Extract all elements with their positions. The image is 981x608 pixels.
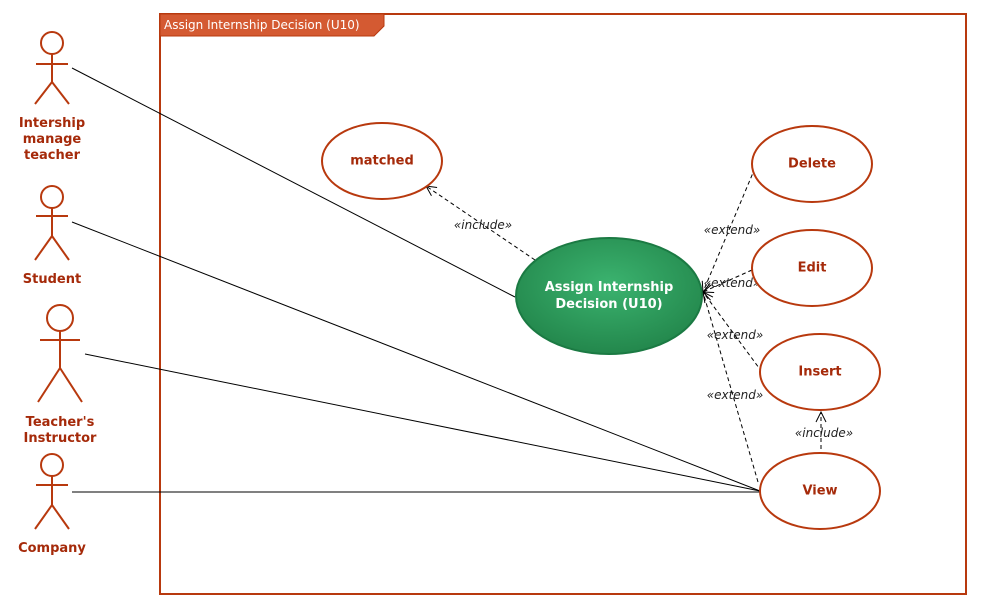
- use-case-edit[interactable]: Edit: [751, 229, 873, 307]
- extend-label-edit: «extend»: [704, 276, 761, 290]
- extend-label-insert: «extend»: [707, 328, 764, 342]
- actor-label-line-1: Intership: [19, 116, 85, 131]
- use-case-matched-label: matched: [350, 154, 414, 169]
- include-label-insert: «include»: [795, 426, 853, 440]
- associations: [71, 67, 761, 493]
- include-label-matched: «include»: [454, 218, 512, 232]
- actor-label-instructor-line-2: Instructor: [24, 431, 98, 446]
- association-teacher-main: [71, 67, 516, 298]
- extend-insert-main: [703, 292, 763, 373]
- actor-student[interactable]: [34, 185, 70, 261]
- use-case-insert[interactable]: Insert: [759, 333, 881, 411]
- system-frame: Assign Internship Decision (U10): [159, 13, 967, 595]
- extend-label-view: «extend»: [707, 388, 764, 402]
- actor-teachers-instructor[interactable]: [37, 304, 83, 403]
- use-case-main[interactable]: Assign Internship Decision (U10): [515, 237, 703, 355]
- actor-label-instructor-line-1: Teacher's: [26, 415, 95, 430]
- use-case-insert-label: Insert: [798, 365, 841, 380]
- actor-label-line-2: manage: [23, 132, 82, 147]
- use-case-delete-label: Delete: [788, 157, 836, 172]
- actor-label-line-3: teacher: [24, 148, 81, 163]
- stereotype-labels: «include» «extend» «extend» «extend» «ex…: [454, 218, 853, 440]
- include-main-matched: [426, 186, 536, 261]
- actor-label-student: Student: [23, 272, 81, 287]
- association-student-view: [71, 221, 761, 492]
- association-instructor-view: [84, 353, 761, 492]
- use-case-main-label-line-2: Decision (U10): [555, 297, 662, 312]
- actor-label-company: Company: [18, 541, 86, 556]
- extend-delete-main: [703, 167, 756, 292]
- extend-edit-main: [703, 269, 753, 292]
- frame-tab: [159, 13, 385, 37]
- frame-title: Assign Internship Decision (U10): [164, 18, 360, 32]
- extend-label-delete: «extend»: [704, 223, 761, 237]
- use-case-edit-label: Edit: [798, 261, 827, 276]
- use-case-delete[interactable]: Delete: [751, 125, 873, 203]
- use-case-main-label-line-1: Assign Internship: [545, 280, 674, 295]
- extend-view-main: [703, 292, 759, 483]
- use-case-view-label: View: [802, 484, 837, 499]
- use-case-view[interactable]: View: [759, 452, 881, 530]
- actor-company[interactable]: [34, 453, 70, 530]
- dependencies: [426, 167, 821, 483]
- actor-intership-manage-teacher[interactable]: [34, 31, 70, 105]
- use-case-matched[interactable]: matched: [321, 122, 443, 200]
